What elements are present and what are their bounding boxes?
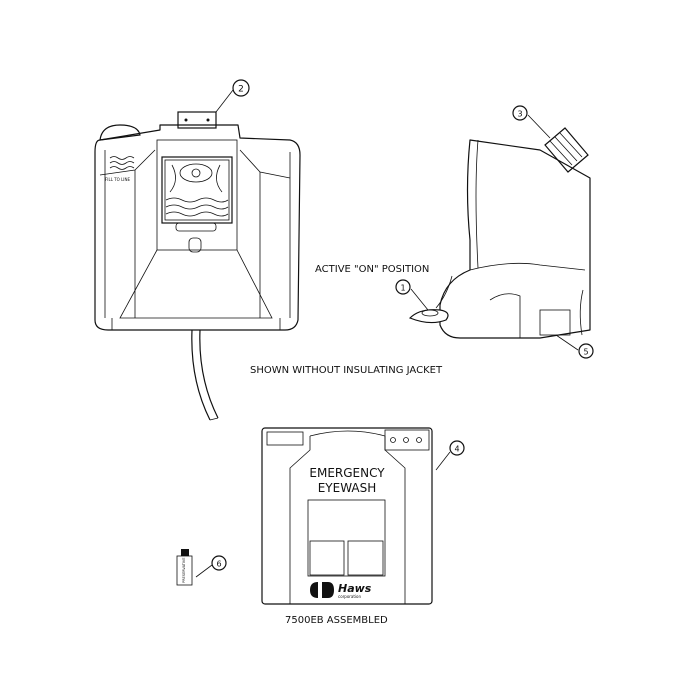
balloon-1: 1	[395, 279, 429, 311]
assembled-caption: 7500EB ASSEMBLED	[285, 615, 388, 626]
side-view-eyewash-tank	[408, 127, 591, 339]
eyewash-label: EYEWASH	[318, 481, 377, 495]
svg-text:3: 3	[517, 110, 522, 119]
fill-to-line-label: FILL TO LINE	[105, 177, 130, 182]
mounting-bracket	[177, 111, 217, 129]
balloon-6: 6	[195, 555, 227, 578]
emergency-label: EMERGENCY	[309, 466, 385, 480]
active-on-position-caption: ACTIVE "ON" POSITION	[315, 264, 429, 275]
svg-text:6: 6	[216, 560, 221, 569]
balloon-4: 4	[435, 440, 465, 471]
assembled-view: EMERGENCY EYEWASH Haws corporation	[261, 427, 433, 605]
svg-text:2: 2	[238, 85, 244, 95]
balloon-3: 3	[512, 105, 551, 139]
svg-text:PRESERVATIVE: PRESERVATIVE	[182, 558, 186, 584]
balloon-5: 5	[555, 334, 594, 359]
balloon-2: 2	[215, 79, 250, 113]
preservative-bottle: PRESERVATIVE	[176, 549, 193, 586]
brand-subtitle: corporation	[338, 594, 362, 599]
shown-without-jacket-caption: SHOWN WITHOUT INSULATING JACKET	[250, 365, 443, 376]
fill-cap	[99, 124, 141, 141]
svg-text:4: 4	[454, 445, 459, 454]
haws-logo-mark	[310, 582, 334, 598]
svg-text:1: 1	[400, 284, 405, 293]
brand-logo: Haws	[338, 582, 372, 595]
front-view-eyewash-tank: FILL TO LINE	[94, 111, 301, 421]
svg-text:5: 5	[583, 348, 588, 357]
